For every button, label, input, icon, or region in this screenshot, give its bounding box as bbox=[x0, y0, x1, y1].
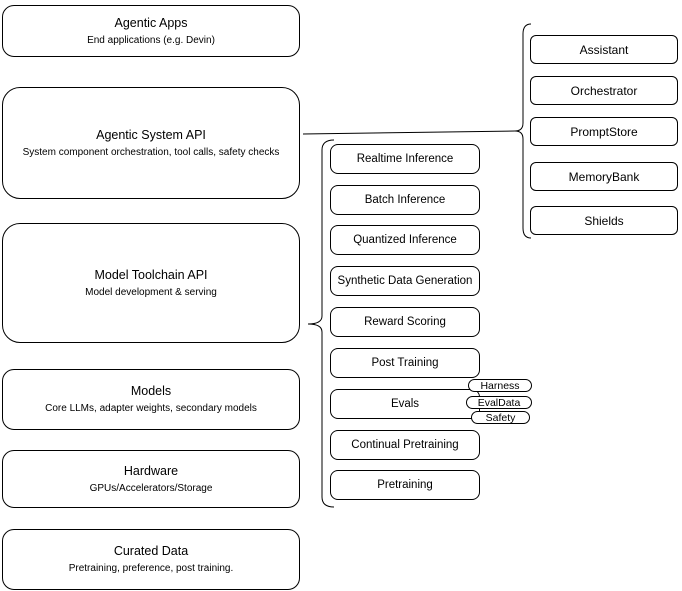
component-memorybank: MemoryBank bbox=[530, 162, 678, 191]
service-quantized-inference: Quantized Inference bbox=[330, 225, 480, 255]
layer-subtitle: Model development & serving bbox=[85, 286, 217, 298]
layer-subtitle: Core LLMs, adapter weights, secondary mo… bbox=[45, 403, 257, 414]
api-to-components-line bbox=[302, 130, 516, 135]
layer-title: Hardware bbox=[123, 463, 179, 478]
toolchain-services-brace bbox=[307, 139, 335, 508]
component-promptstore: PromptStore bbox=[530, 117, 678, 146]
layer-subtitle: End applications (e.g. Devin) bbox=[87, 34, 215, 46]
layer-title: Curated Data bbox=[113, 544, 189, 558]
layer-hardware: Hardware GPUs/Accelerators/Storage bbox=[2, 450, 300, 508]
service-continual-pretraining: Continual Pretraining bbox=[330, 430, 480, 460]
layer-title: Agentic Apps bbox=[114, 15, 188, 30]
service-batch-inference: Batch Inference bbox=[330, 185, 480, 215]
layer-subtitle: GPUs/Accelerators/Storage bbox=[89, 482, 213, 494]
layer-curated-data: Curated Data Pretraining, preference, po… bbox=[2, 529, 300, 590]
layer-agentic-system-api: Agentic System API System component orch… bbox=[2, 87, 300, 199]
component-orchestrator: Orchestrator bbox=[530, 76, 678, 105]
service-evals: Evals bbox=[330, 389, 480, 419]
evals-tag-harness: Harness bbox=[468, 379, 532, 392]
service-synthetic-data-generation: Synthetic Data Generation bbox=[330, 266, 480, 296]
layer-subtitle: System component orchestration, tool cal… bbox=[22, 146, 280, 158]
layer-title: Model Toolchain API bbox=[94, 267, 208, 282]
evals-tag-evaldata: EvalData bbox=[466, 396, 532, 409]
component-shields: Shields bbox=[530, 206, 678, 235]
evals-tag-safety: Safety bbox=[471, 411, 530, 424]
component-assistant: Assistant bbox=[530, 35, 678, 64]
service-reward-scoring: Reward Scoring bbox=[330, 307, 480, 337]
layer-subtitle: Pretraining, preference, post training. bbox=[68, 563, 234, 574]
service-realtime-inference: Realtime Inference bbox=[330, 144, 480, 174]
layer-models: Models Core LLMs, adapter weights, secon… bbox=[2, 369, 300, 430]
layer-title: Agentic System API bbox=[96, 127, 206, 142]
layer-model-toolchain-api: Model Toolchain API Model development & … bbox=[2, 223, 300, 343]
layer-agentic-apps: Agentic Apps End applications (e.g. Devi… bbox=[2, 5, 300, 57]
layer-title: Models bbox=[130, 384, 172, 398]
service-post-training: Post Training bbox=[330, 348, 480, 378]
system-components-brace bbox=[514, 23, 532, 239]
service-pretraining: Pretraining bbox=[330, 470, 480, 500]
